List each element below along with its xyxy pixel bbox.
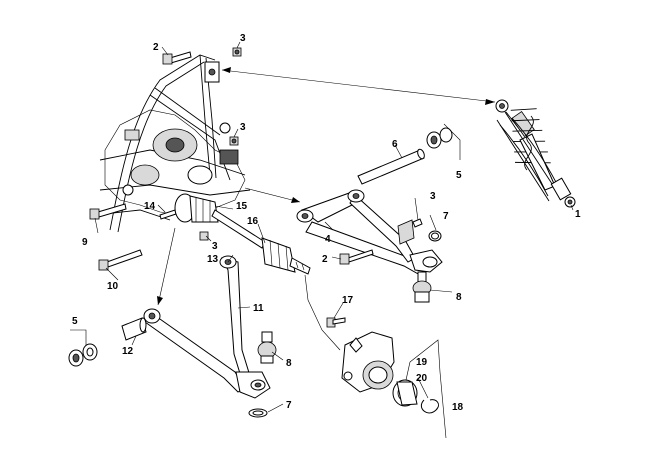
callout-7-upper: 7 [443, 211, 449, 222]
ball-joint-upper [412, 271, 432, 303]
callout-18: 18 [452, 402, 464, 413]
drive-axle [174, 193, 311, 275]
callout-5-lower: 5 [72, 316, 78, 327]
shock-absorber [495, 99, 576, 208]
callout-19: 19 [416, 357, 428, 368]
callout-16: 16 [247, 216, 259, 227]
ball-joint-lower [257, 331, 277, 364]
callout-13: 13 [207, 254, 219, 265]
upper-a-arm [296, 189, 443, 276]
callout-4: 4 [325, 234, 331, 245]
callout-3-engine: 3 [240, 122, 246, 133]
callout-10: 10 [107, 281, 119, 292]
callout-11: 11 [253, 303, 264, 314]
callout-17: 17 [342, 295, 354, 306]
callout-3-top: 3 [240, 33, 246, 44]
pivot-tube-lower [121, 317, 147, 341]
callout-8-upper: 8 [456, 292, 462, 303]
callout-3-upper-arm: 3 [430, 191, 436, 202]
upper-arm-hardware [339, 218, 442, 265]
wheel-bearing [392, 379, 418, 407]
callout-1: 1 [575, 209, 581, 220]
steering-knuckle [304, 274, 395, 393]
callout-20: 20 [416, 373, 428, 384]
upper-arm-mount-arrow [244, 187, 301, 203]
pivot-tube-upper [357, 148, 425, 185]
callout-2-top: 2 [153, 42, 159, 53]
leader-lines [94, 41, 574, 413]
callout-3-lower: 3 [212, 241, 218, 252]
lower-a-arm [143, 255, 271, 399]
callout-6: 6 [392, 139, 398, 150]
callout-7-lower: 7 [286, 400, 292, 411]
retaining-ring-lower [248, 408, 268, 418]
callout-labels: 1 2 3 3 3 3 4 2 5 5 6 7 7 8 8 9 10 11 12… [72, 33, 581, 413]
bushing-set-upper [426, 123, 461, 160]
shock-mount-arrow [221, 67, 496, 105]
callout-8-lower: 8 [286, 358, 292, 369]
bearing-group-bracket [409, 339, 447, 439]
callout-15: 15 [236, 201, 248, 212]
callout-2-upper-arm: 2 [322, 254, 328, 265]
bushing-set-lower [68, 329, 98, 367]
frame-engine-assembly [94, 54, 251, 233]
snap-ring [420, 399, 439, 414]
callout-14: 14 [144, 201, 156, 212]
callout-5-upper: 5 [456, 170, 462, 181]
callout-9: 9 [82, 237, 88, 248]
lower-arm-mount-arrow [157, 227, 176, 306]
callout-12: 12 [122, 346, 134, 357]
hardware-bolts [89, 47, 346, 328]
